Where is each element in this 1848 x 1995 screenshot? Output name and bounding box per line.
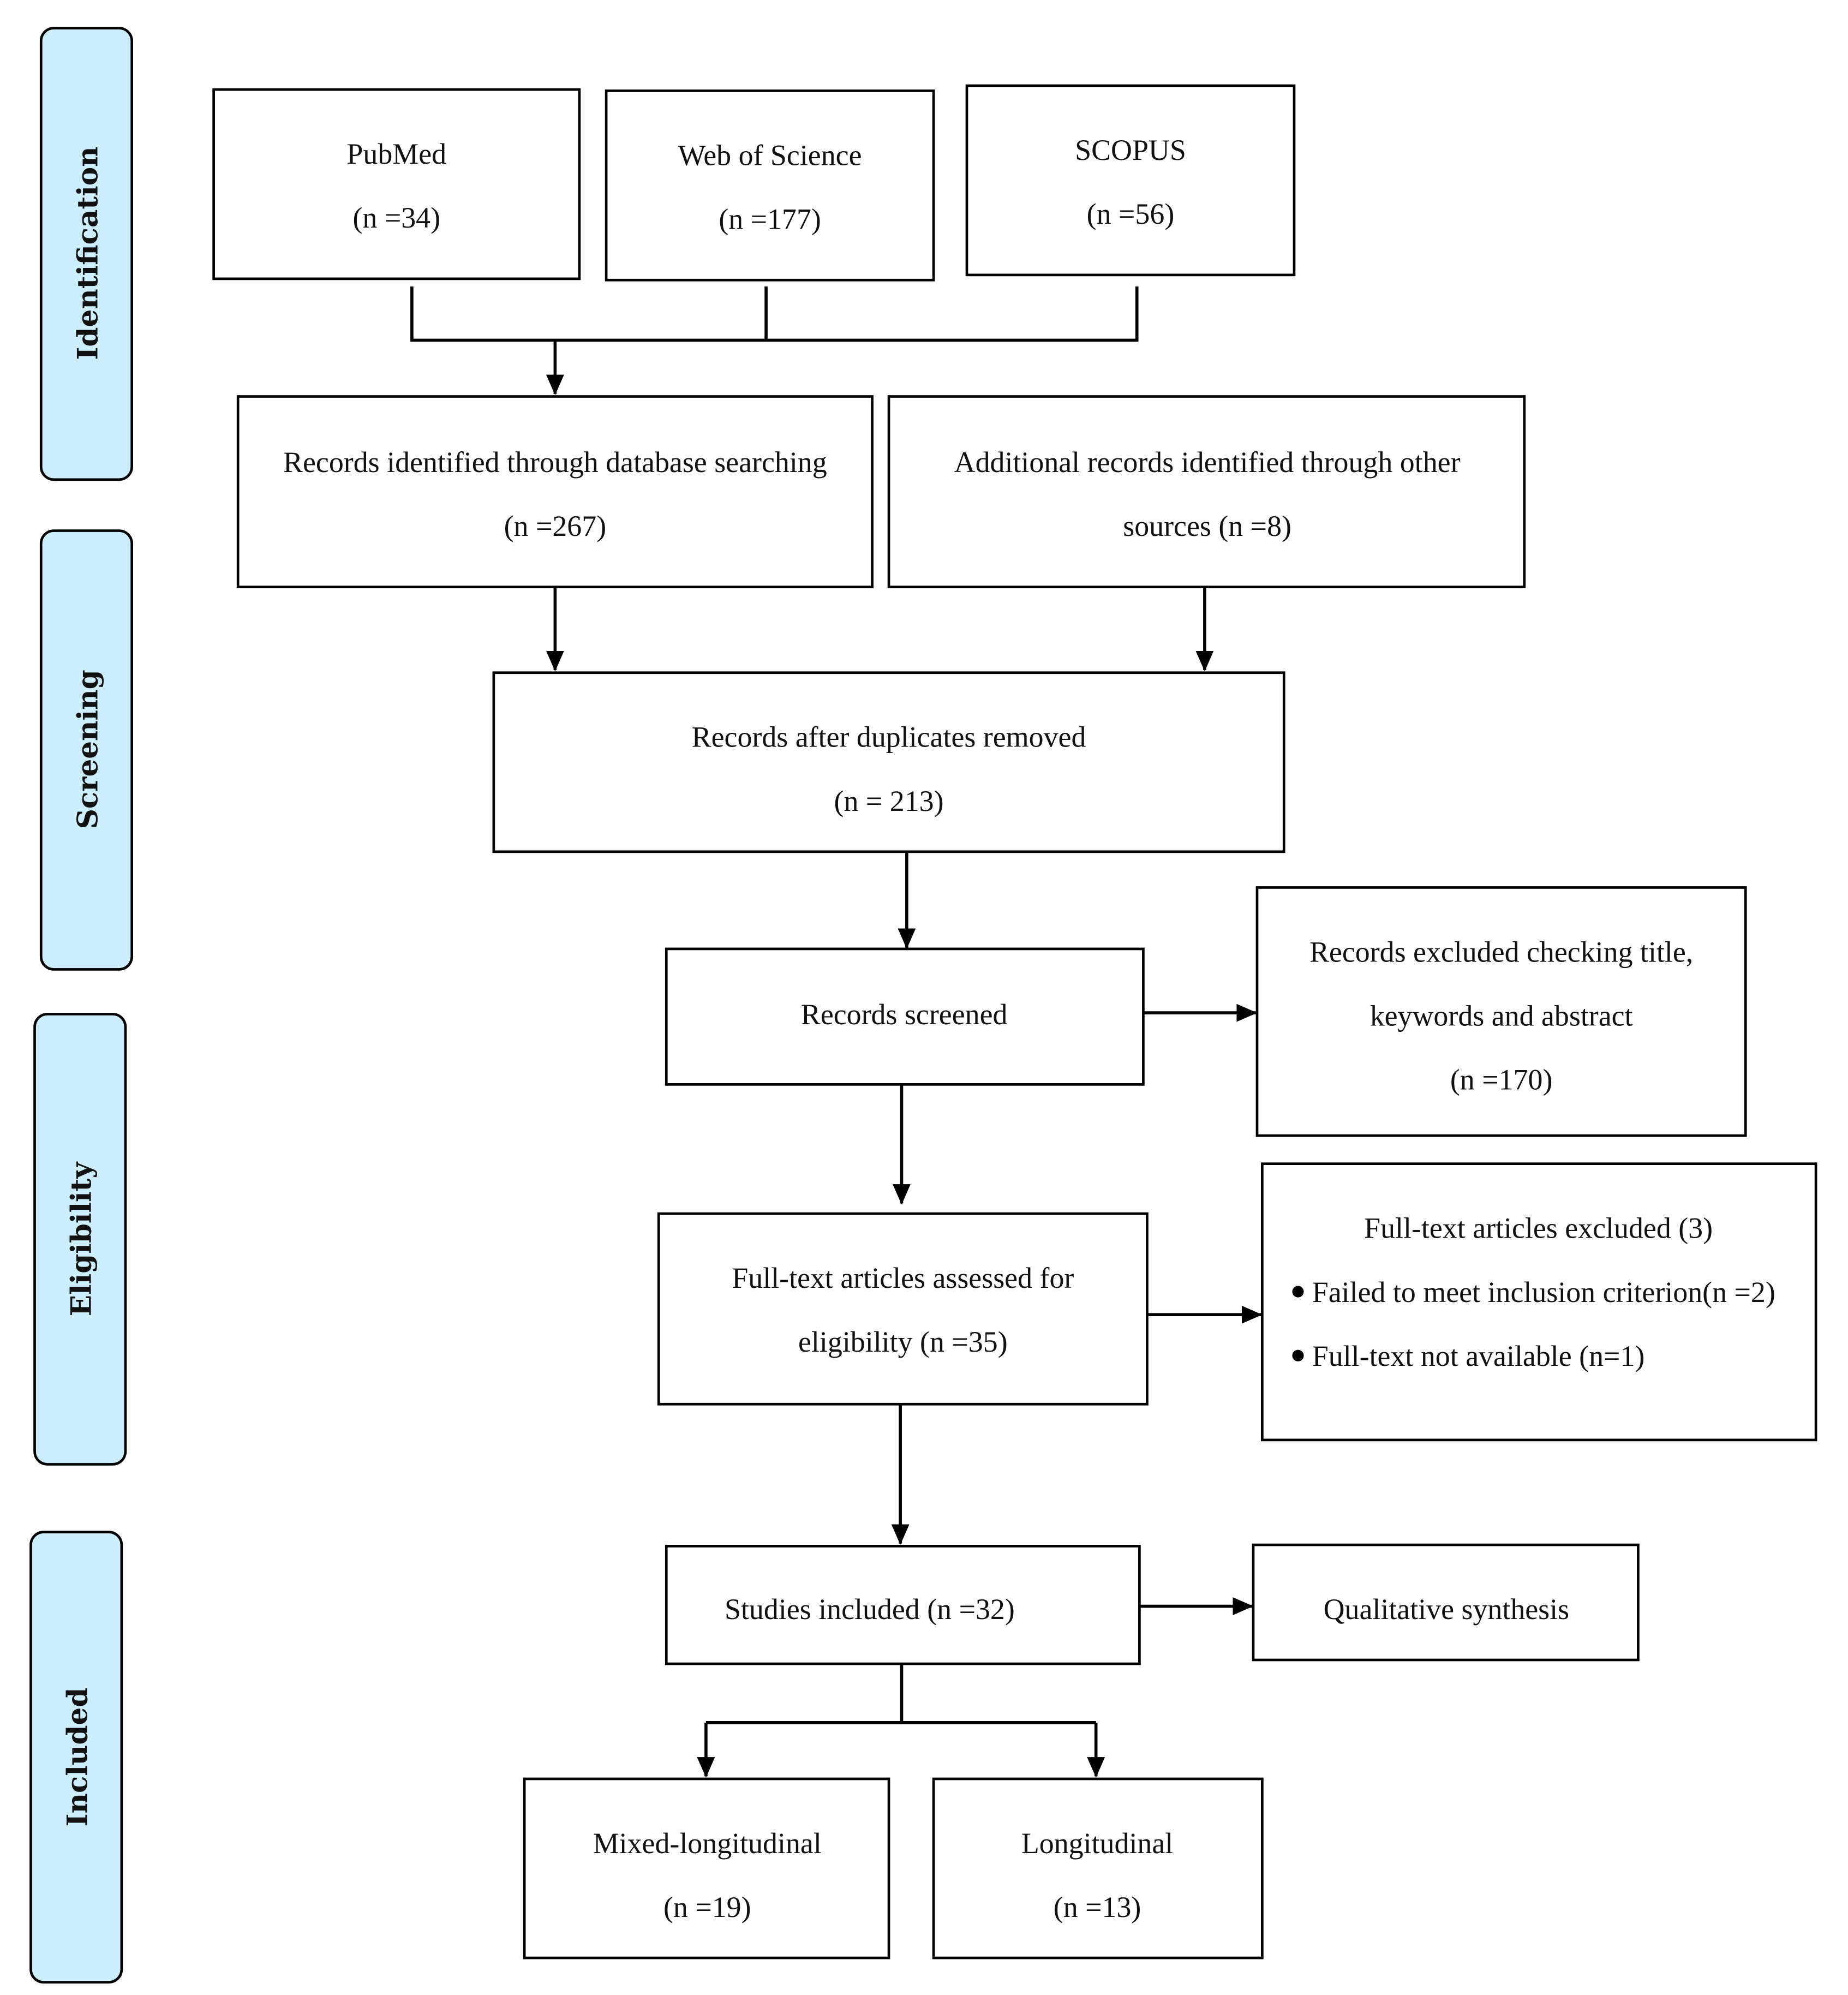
- box-text: keywords and abstract: [1370, 1000, 1633, 1032]
- box-database-records: Records identified through database sear…: [236, 395, 874, 589]
- box-text: Records after duplicates removed: [692, 721, 1086, 754]
- box-text: eligibility (n =35): [798, 1325, 1008, 1358]
- box-duplicates-removed: Records after duplicates removed (n = 21…: [492, 671, 1285, 853]
- box-text: (n =34): [352, 201, 440, 234]
- bullet-icon: [1292, 1349, 1304, 1361]
- box-text: (n =13): [1054, 1891, 1141, 1924]
- stage-included: Included: [29, 1531, 123, 1984]
- box-text: (n =177): [719, 203, 821, 236]
- box-scopus: SCOPUS (n =56): [965, 84, 1296, 277]
- stage-label: Screening: [71, 670, 104, 829]
- box-text: Full-text not available (n=1): [1312, 1340, 1645, 1372]
- box-text: Records identified through database sear…: [283, 446, 827, 479]
- box-text: (n =56): [1087, 198, 1175, 230]
- stage-label: Eligibility: [65, 1161, 98, 1317]
- box-qualitative-synthesis: Qualitative synthesis: [1252, 1543, 1640, 1662]
- box-text: Additional records identified through ot…: [954, 446, 1461, 479]
- connectors: [410, 286, 1263, 1778]
- stage-eligibility: Eligibility: [33, 1013, 127, 1466]
- box-fulltext-assessed: Full-text articles assessed for eligibil…: [657, 1212, 1149, 1406]
- box-web-of-science: Web of Science (n =177): [605, 89, 935, 282]
- box-text: Studies included (n =32): [725, 1593, 1015, 1626]
- box-longitudinal: Longitudinal (n =13): [932, 1777, 1264, 1960]
- box-mixed-longitudinal: Mixed-longitudinal (n =19): [523, 1777, 890, 1960]
- stage-label: Included: [62, 1688, 94, 1827]
- box-text: Full-text articles assessed for: [732, 1262, 1074, 1294]
- box-text: (n =19): [663, 1891, 751, 1924]
- box-text: Longitudinal: [1021, 1827, 1173, 1860]
- box-text: Web of Science: [678, 139, 862, 171]
- box-text: Full-text articles excluded (3): [1364, 1212, 1713, 1245]
- box-text: (n =170): [1450, 1064, 1553, 1096]
- box-text: SCOPUS: [1075, 134, 1186, 166]
- box-text: Records screened: [801, 998, 1008, 1031]
- bullet-icon: [1292, 1286, 1304, 1298]
- box-text: PubMed: [346, 138, 446, 170]
- box-text: (n =267): [504, 510, 607, 542]
- stage-label: Identification: [71, 146, 104, 360]
- box-text: sources (n =8): [1123, 510, 1291, 542]
- box-fulltext-excluded: Full-text articles excluded (3) Failed t…: [1261, 1162, 1817, 1442]
- box-text: Failed to meet inclusion criterion(n =2): [1312, 1276, 1775, 1309]
- box-text: Qualitative synthesis: [1324, 1593, 1570, 1626]
- box-pubmed: PubMed (n =34): [212, 88, 581, 280]
- box-records-screened: Records screened: [665, 947, 1145, 1086]
- box-text: (n = 213): [834, 785, 944, 817]
- box-studies-included: Studies included (n =32): [665, 1545, 1141, 1665]
- stage-screening: Screening: [39, 529, 133, 971]
- box-text: Records excluded checking title,: [1309, 935, 1693, 968]
- box-text: Mixed-longitudinal: [593, 1827, 822, 1860]
- box-records-excluded: Records excluded checking title, keyword…: [1255, 886, 1747, 1137]
- box-other-records: Additional records identified through ot…: [887, 395, 1526, 589]
- stage-identification: Identification: [39, 27, 133, 481]
